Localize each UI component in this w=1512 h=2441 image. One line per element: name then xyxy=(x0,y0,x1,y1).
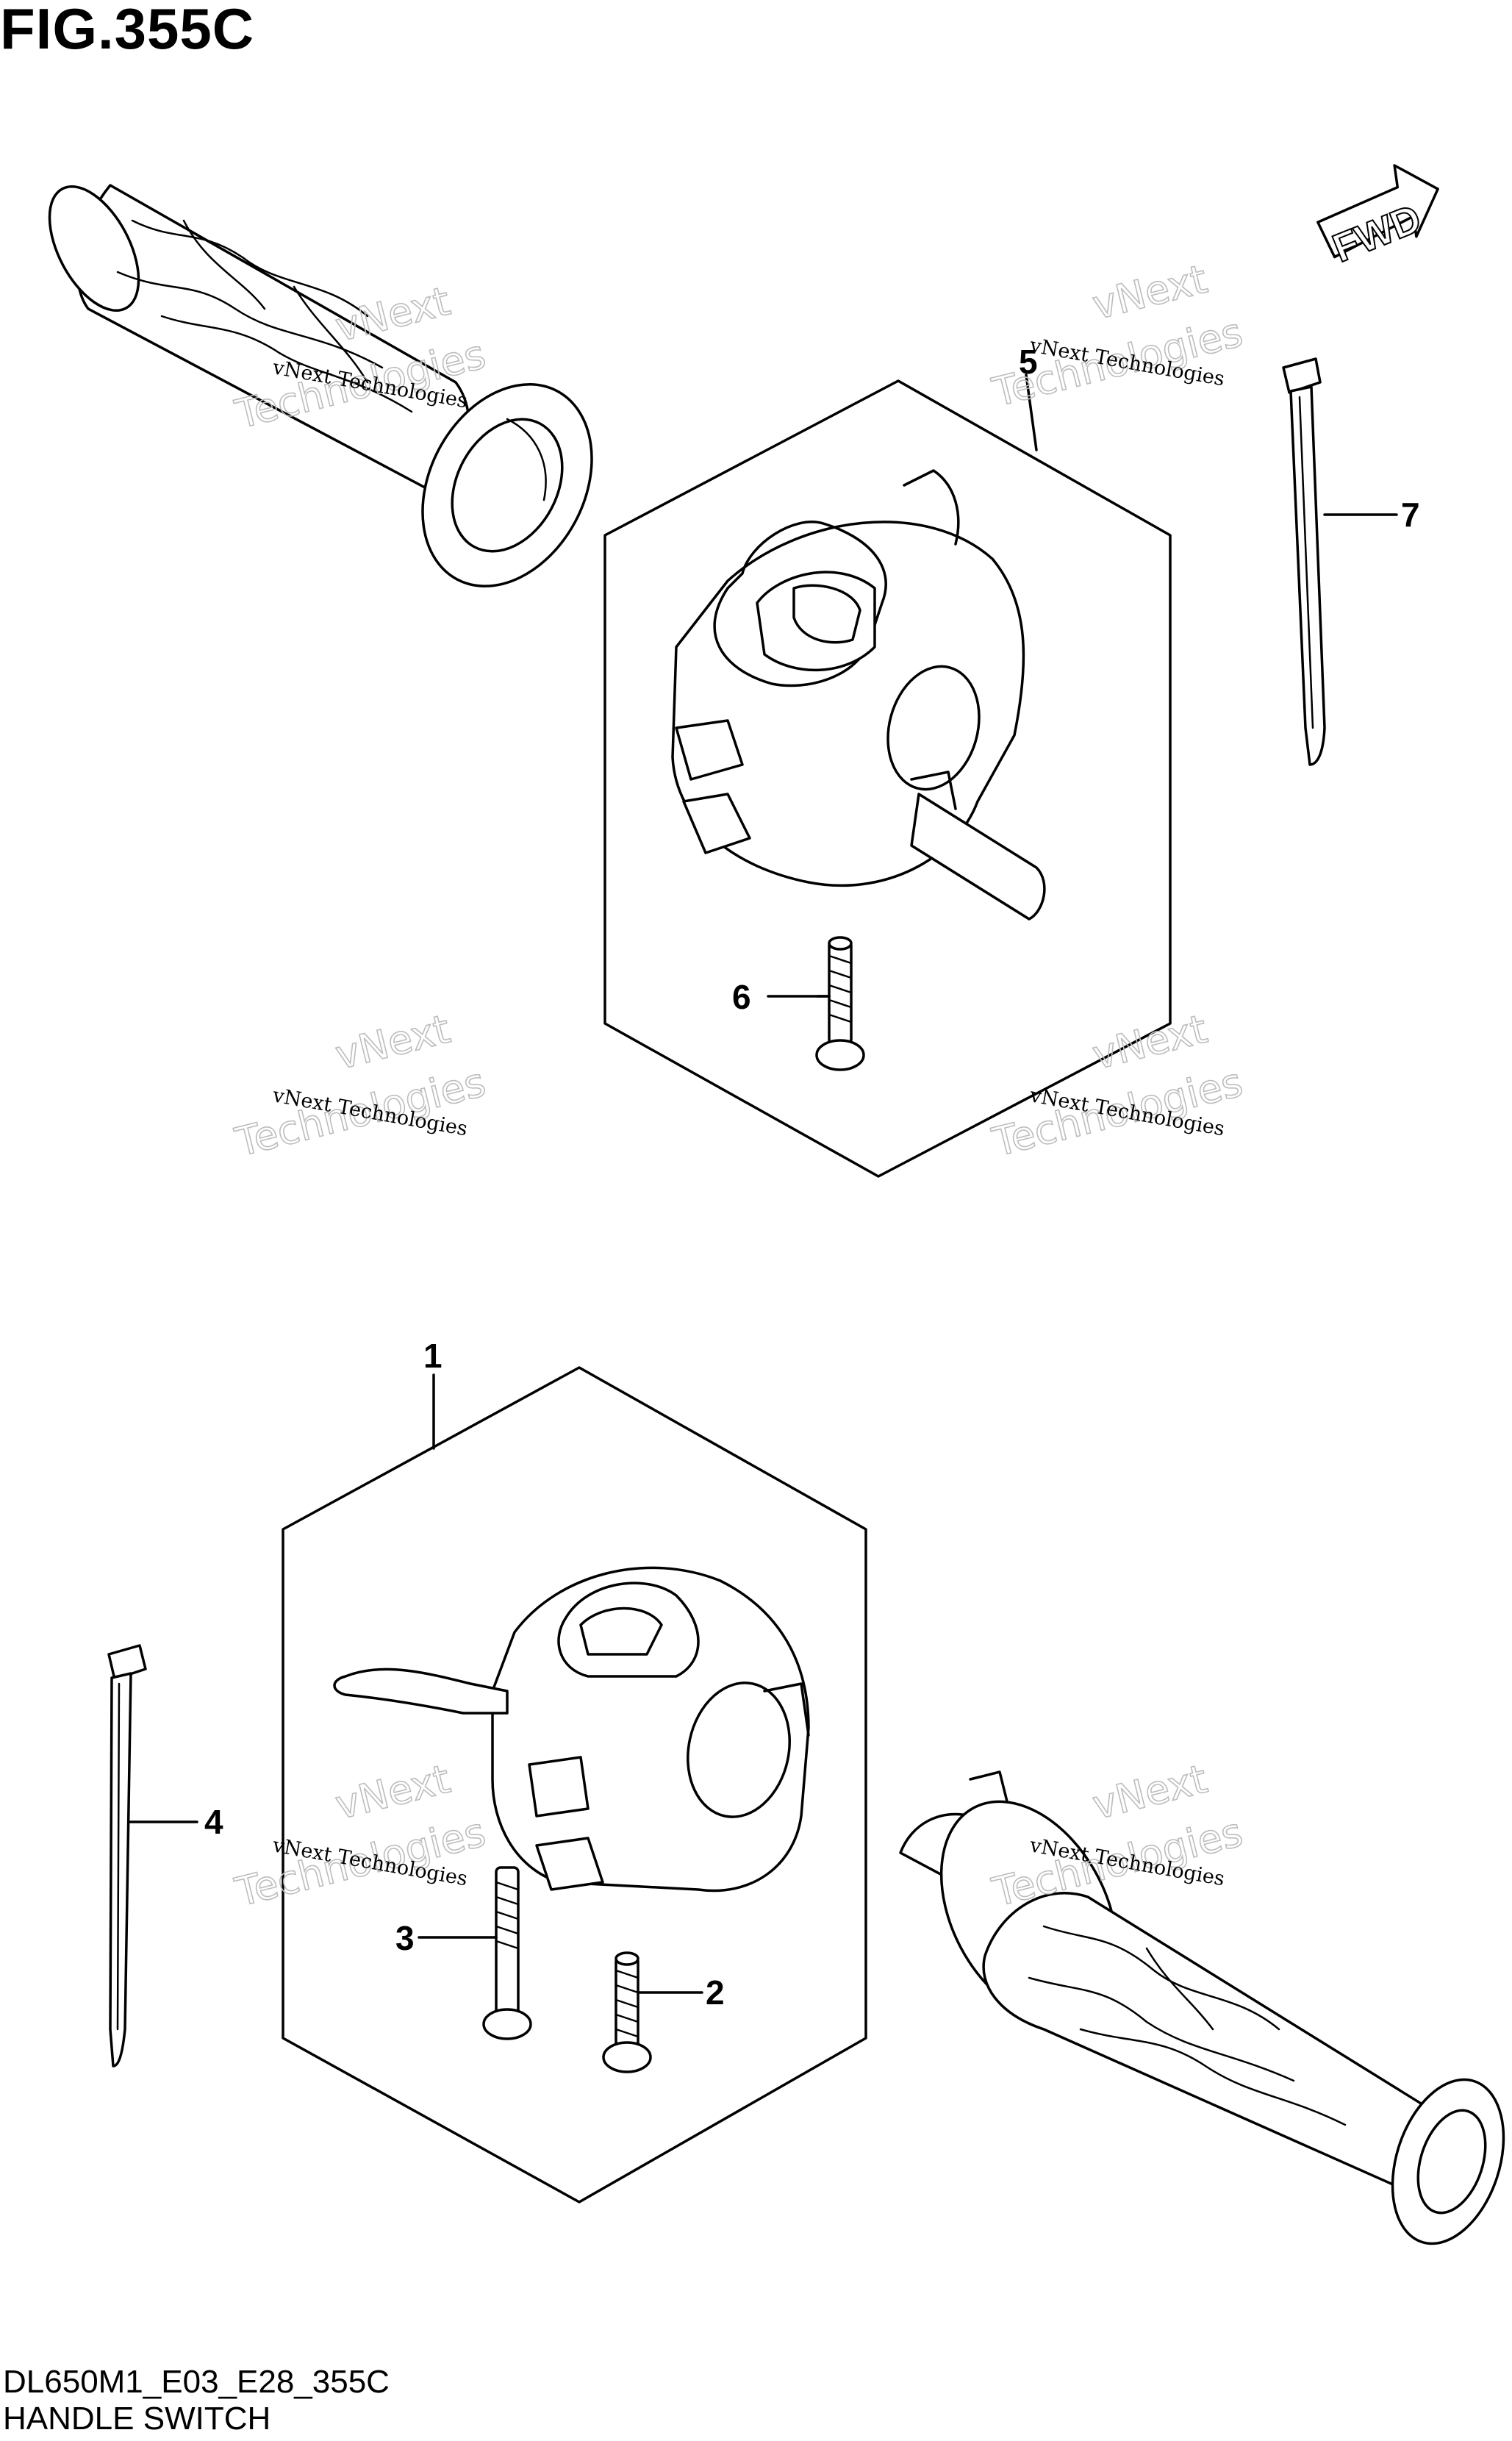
fwd-arrow-icon: FWD xyxy=(1316,164,1439,271)
handlebar-grip-left-icon xyxy=(48,184,593,587)
screw-2-icon xyxy=(602,1951,652,2073)
svg-text:vNext: vNext xyxy=(331,278,454,351)
svg-text:vNext: vNext xyxy=(1088,1756,1211,1829)
callout-5: 5 xyxy=(1019,343,1038,381)
svg-text:vNext: vNext xyxy=(1088,256,1211,329)
figure-code: DL650M1_E03_E28_355C xyxy=(3,2364,390,2400)
callout-7: 7 xyxy=(1401,496,1420,534)
handle-switch-left-icon xyxy=(333,1566,810,1893)
svg-text:vNext: vNext xyxy=(331,1756,454,1829)
cable-tie-4-icon xyxy=(107,1644,147,2067)
callout-1: 1 xyxy=(423,1337,443,1375)
callout-6: 6 xyxy=(732,978,751,1016)
callout-4: 4 xyxy=(204,1803,223,1841)
switch-assembly-1-outline xyxy=(282,1366,867,2204)
svg-text:vNext: vNext xyxy=(331,1006,454,1079)
screw-6-icon xyxy=(815,936,865,1071)
switch-assembly-5-outline xyxy=(603,379,1172,1178)
callout-3: 3 xyxy=(395,1919,415,1957)
handle-switch-right-icon xyxy=(671,469,1046,921)
screw-3-icon xyxy=(482,1866,532,2040)
svg-text:vNext: vNext xyxy=(1088,1006,1211,1079)
figure-title: FIG.355C xyxy=(0,0,255,61)
figure-name: HANDLE SWITCH xyxy=(3,2401,271,2437)
throttle-grip-right-icon xyxy=(899,1770,1505,2245)
callout-2: 2 xyxy=(706,1973,725,2012)
cable-tie-7-icon xyxy=(1282,357,1326,766)
